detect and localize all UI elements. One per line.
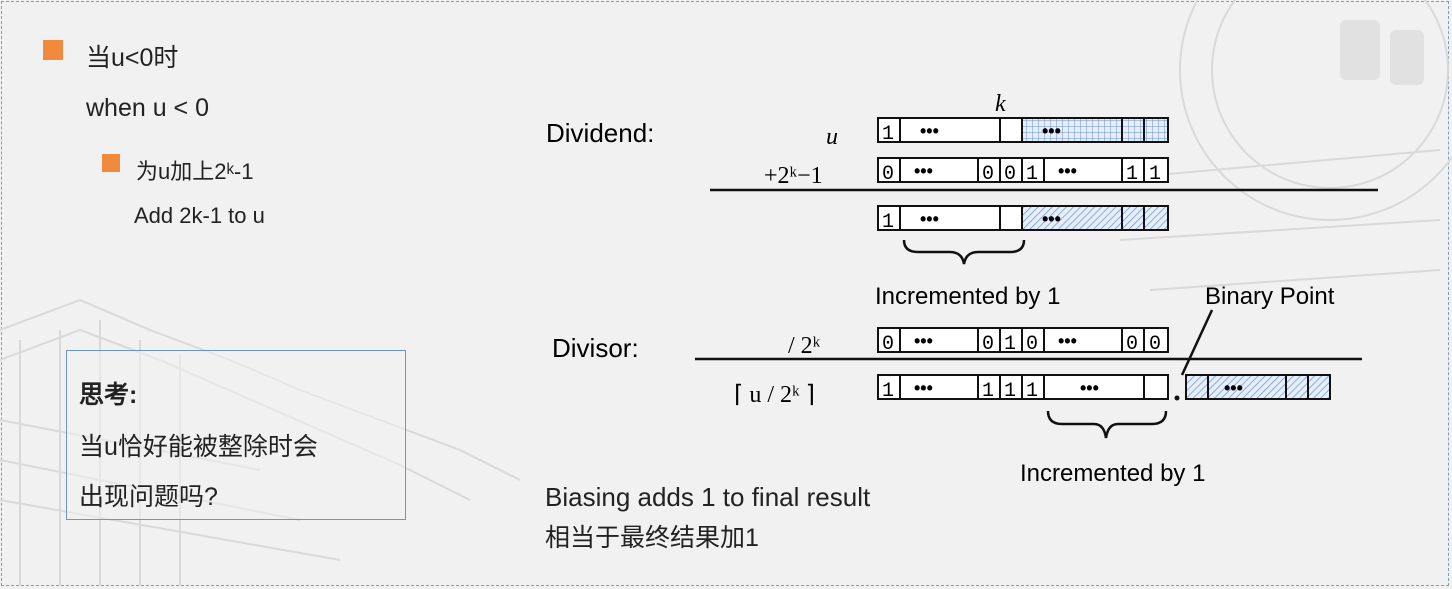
row-result-bit-3: 1 — [1004, 380, 1016, 403]
row-result-bits — [877, 374, 1169, 400]
divisor-label: Divisor: — [552, 333, 639, 363]
row-frac-dots: ••• — [1224, 378, 1243, 398]
row-plus-bit-3: 0 — [1004, 163, 1016, 186]
bullet1-cn: 当u<0时 — [86, 44, 179, 72]
think-title: 思考: — [79, 381, 138, 409]
row-div-bit-0: 0 — [882, 333, 894, 356]
row-result-bit-0: 1 — [882, 380, 894, 403]
row-div-bit-6: 0 — [1126, 333, 1138, 356]
row-div-bit-3: 1 — [1004, 333, 1016, 356]
row-sum-bit: 1 — [882, 211, 894, 234]
biasing-cn: 相当于最终结果加1 — [545, 524, 759, 552]
row-u-dots: ••• — [920, 121, 939, 141]
incremented-label-2: Incremented by 1 — [1020, 460, 1205, 487]
row-sum-dots: ••• — [920, 209, 939, 229]
row-result-dots: ••• — [914, 378, 933, 398]
brace-1 — [902, 239, 1026, 265]
row-plus-dots: ••• — [914, 161, 933, 181]
think-line2: 出现问题吗? — [79, 483, 218, 511]
row-result-bit-4: 1 — [1026, 380, 1038, 403]
u-label: u — [826, 124, 838, 150]
brace-2 — [1046, 410, 1168, 439]
bullet-square — [43, 40, 63, 60]
binary-point-pointer — [1180, 309, 1214, 376]
biasing-en: Biasing adds 1 to final result — [545, 482, 871, 512]
row-div-bit-4: 0 — [1026, 333, 1038, 356]
row-plus-bits — [877, 157, 1169, 183]
row-frac-bits — [1185, 374, 1331, 400]
row-div-bits — [877, 327, 1169, 353]
bullet2-cn: 为u加上2ᵏ-1 — [136, 159, 254, 184]
incremented-label-1: Incremented by 1 — [875, 283, 1060, 310]
think-box: 思考: 当u恰好能被整除时会 出现问题吗? — [66, 350, 406, 520]
row-div-bit-7: 0 — [1149, 333, 1161, 356]
row-u-dots-2: ••• — [1042, 121, 1061, 141]
binary-point-label: Binary Point — [1205, 283, 1335, 310]
k-label: k — [995, 91, 1006, 117]
binary-point-dot — [1174, 395, 1180, 401]
row-u-bits — [877, 117, 1169, 143]
row-plus-dots-2: ••• — [1058, 161, 1077, 181]
row-plus-bit-0: 0 — [882, 163, 894, 186]
row-sum-bits — [877, 205, 1169, 231]
row-div-dots: ••• — [914, 331, 933, 351]
row-div-bit-2: 0 — [982, 333, 994, 356]
row-plus-bit-7: 1 — [1149, 163, 1161, 186]
bullet2-en: Add 2k-1 to u — [134, 203, 265, 228]
div-label: / 2ᵏ — [788, 333, 821, 359]
dividend-label: Dividend: — [546, 118, 654, 148]
row-div-dots-2: ••• — [1058, 331, 1077, 351]
think-line1: 当u恰好能被整除时会 — [79, 433, 318, 461]
ceil-label: ⌈ u / 2ᵏ ⌉ — [734, 382, 815, 408]
row-sum-dots-2: ••• — [1042, 209, 1061, 229]
row-plus-bit-2: 0 — [982, 163, 994, 186]
row-result-bit-2: 1 — [982, 380, 994, 403]
row-result-dots-2: ••• — [1080, 378, 1099, 398]
row-plus-bit-6: 1 — [1126, 163, 1138, 186]
sub-bullet-square — [102, 154, 120, 172]
bullet1-en: when u < 0 — [86, 94, 210, 122]
row-plus-bit-4: 1 — [1026, 163, 1038, 186]
plus-label: +2ᵏ−1 — [764, 163, 823, 189]
row-u-bit: 1 — [882, 123, 894, 146]
